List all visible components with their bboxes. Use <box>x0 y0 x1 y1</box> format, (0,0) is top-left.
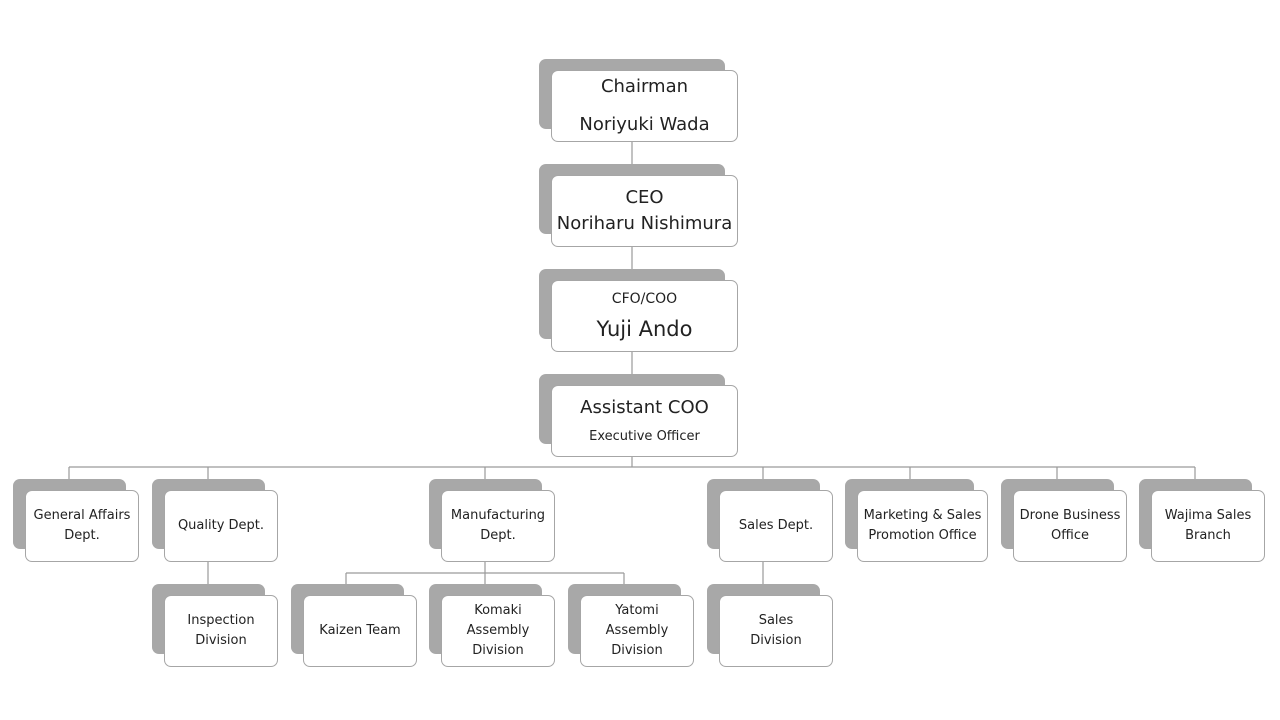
yatomi-line2: Assembly <box>605 623 669 638</box>
cfo-name: Yuji Ando <box>596 317 693 341</box>
assistant-subtitle: Executive Officer <box>589 429 700 444</box>
manufacturing-line1: Manufacturing <box>450 508 546 523</box>
node-assistant-coo: Assistant COO Executive Officer <box>539 374 739 458</box>
komaki-line2: Assembly <box>466 623 530 638</box>
node-manufacturing: Manufacturing Dept. <box>429 479 555 563</box>
node-cfo-coo: CFO/COO Yuji Ando <box>539 269 739 353</box>
quality-line1: Quality Dept. <box>177 518 265 533</box>
drone-line2: Office <box>1051 528 1089 543</box>
komaki-line1: Komaki <box>474 603 522 618</box>
wajima-line1: Wajima Sales <box>1164 508 1252 523</box>
chairman-name: Noriyuki Wada <box>579 114 710 135</box>
cfo-title: CFO/COO <box>611 291 678 307</box>
wajima-line2: Branch <box>1185 528 1231 543</box>
kaizen-line1: Kaizen Team <box>319 623 401 638</box>
sales-division-line2: Division <box>750 633 802 648</box>
node-yatomi: Yatomi Assembly Division <box>568 584 694 668</box>
yatomi-line3: Division <box>611 643 663 658</box>
node-chairman: Chairman Noriyuki Wada <box>539 59 739 143</box>
marketing-line1: Marketing & Sales <box>863 508 982 523</box>
ceo-name: Noriharu Nishimura <box>556 213 733 234</box>
yatomi-line1: Yatomi <box>615 603 659 618</box>
node-sales-dept: Sales Dept. <box>707 479 833 563</box>
assistant-title: Assistant COO <box>580 397 709 418</box>
general-affairs-line1: General Affairs <box>33 508 131 523</box>
ceo-title: CEO <box>625 187 664 208</box>
node-quality: Quality Dept. <box>152 479 278 563</box>
inspection-line1: Inspection <box>187 613 255 628</box>
chairman-title: Chairman <box>600 76 689 97</box>
node-kaizen: Kaizen Team <box>291 584 417 668</box>
node-ceo: CEO Noriharu Nishimura <box>539 164 739 248</box>
sales-dept-line1: Sales Dept. <box>738 518 814 533</box>
komaki-line3: Division <box>472 643 524 658</box>
inspection-line2: Division <box>195 633 247 648</box>
node-komaki: Komaki Assembly Division <box>429 584 555 668</box>
node-wajima: Wajima Sales Branch <box>1139 479 1265 563</box>
manufacturing-line2: Dept. <box>480 528 516 543</box>
node-drone: Drone Business Office <box>1001 479 1127 563</box>
node-inspection: Inspection Division <box>152 584 278 668</box>
node-marketing: Marketing & Sales Promotion Office <box>845 479 988 563</box>
drone-line1: Drone Business <box>1019 508 1121 523</box>
general-affairs-line2: Dept. <box>64 528 100 543</box>
sales-division-line1: Sales <box>758 613 794 628</box>
node-sales-division: Sales Division <box>707 584 833 668</box>
marketing-line2: Promotion Office <box>868 528 977 543</box>
node-general-affairs: General Affairs Dept. <box>13 479 139 563</box>
